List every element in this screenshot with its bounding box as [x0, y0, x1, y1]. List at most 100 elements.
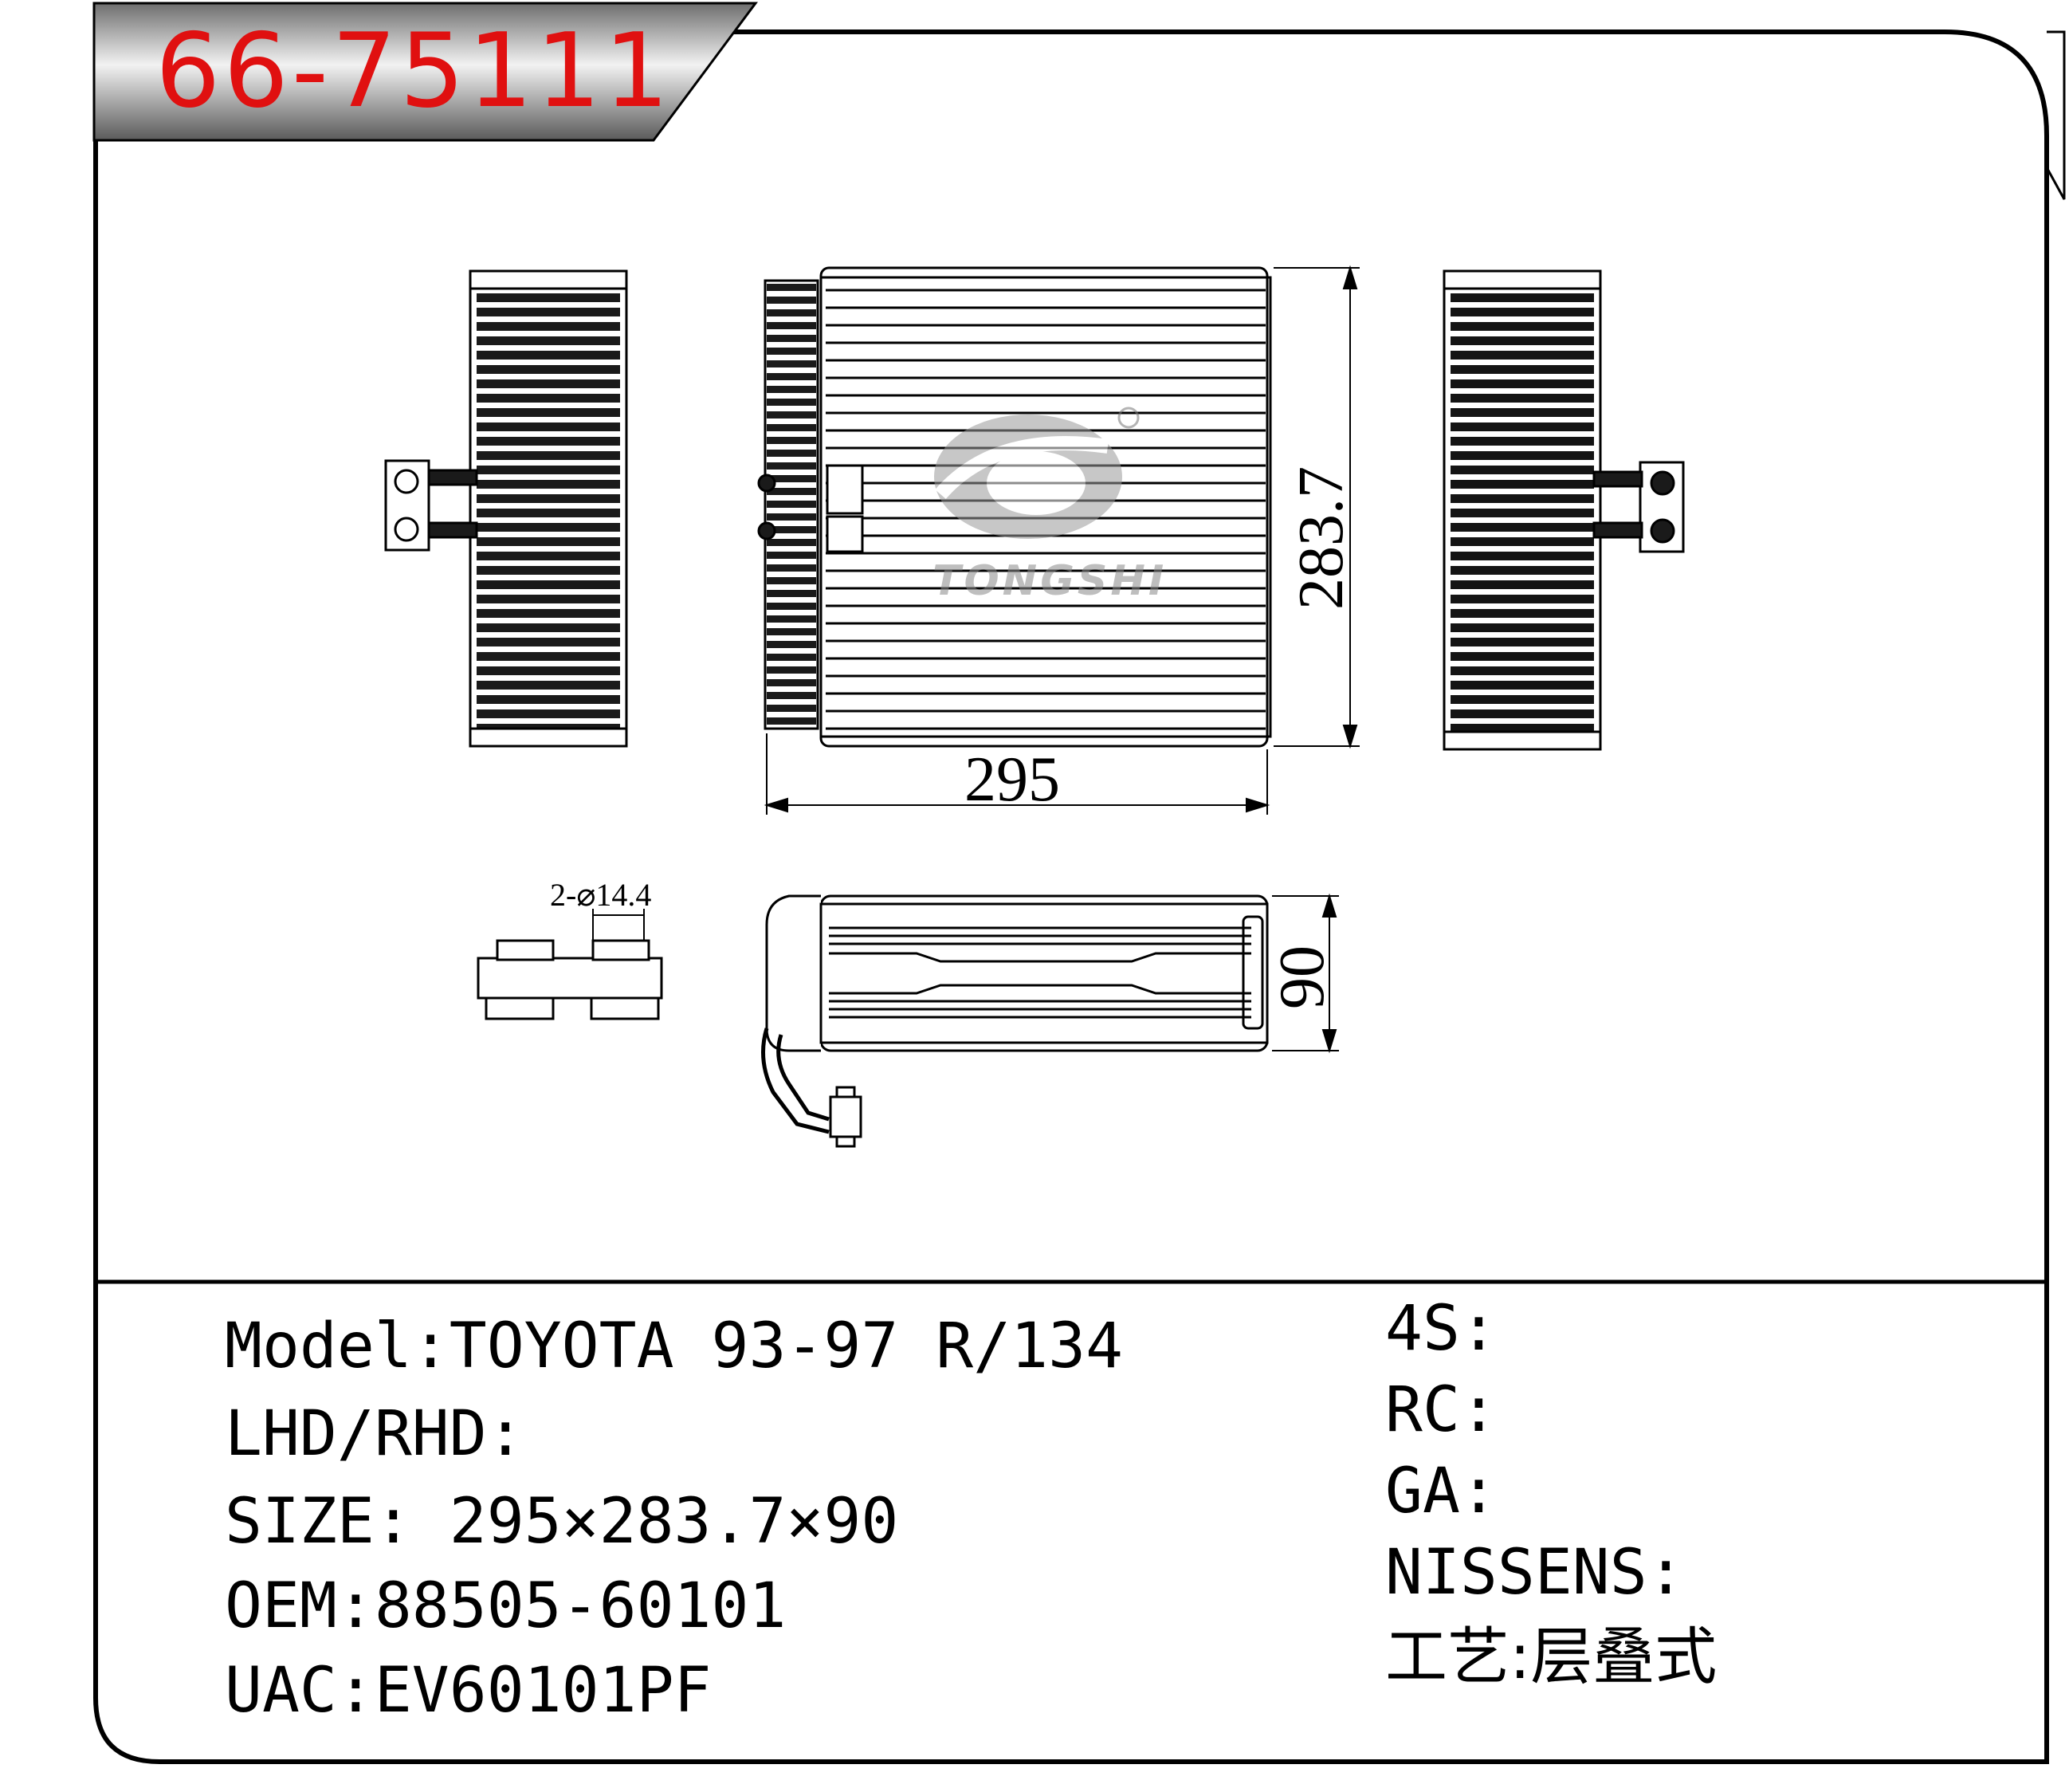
depth-dimension [1272, 893, 1339, 1054]
spec-nissens: NISSENS: [1385, 1542, 1685, 1604]
spec-size-label: SIZE: [225, 1486, 412, 1558]
header-fin [767, 488, 816, 495]
spec-oem-value: 88505-60101 [374, 1570, 787, 1642]
spec-process-label: 工艺: [1385, 1621, 1531, 1693]
header-fin [767, 360, 816, 367]
header-fin [767, 284, 816, 291]
fin [1451, 666, 1594, 675]
width-dimension [764, 733, 1270, 815]
fin [1451, 552, 1594, 560]
fin [477, 623, 620, 632]
fin [477, 336, 620, 345]
fin [477, 595, 620, 603]
fin [477, 509, 620, 517]
header-fin [767, 705, 816, 712]
fin [1451, 595, 1594, 603]
fin [477, 552, 620, 560]
fin [1451, 638, 1594, 646]
fin [1451, 652, 1594, 661]
fin [1451, 537, 1594, 546]
watermark-logo: TONGSHI [932, 407, 1164, 605]
header-fin [767, 577, 816, 584]
port-diameter-label: 2-⌀14.4 [550, 877, 651, 913]
header-fin [767, 590, 816, 597]
fin [477, 695, 620, 704]
header-fin [767, 373, 816, 380]
fin [477, 379, 620, 388]
fin [477, 709, 620, 718]
fin [477, 580, 620, 589]
fin [1451, 322, 1594, 331]
fin [477, 466, 620, 474]
header-fin [767, 411, 816, 419]
header-fin [767, 437, 816, 444]
spec-4s-label: 4S: [1385, 1293, 1498, 1365]
header-fin [767, 526, 816, 533]
header-fin [767, 692, 816, 699]
left-side-view [384, 269, 628, 748]
fin [1451, 695, 1594, 704]
spec-oem-label: OEM: [225, 1570, 375, 1642]
fin [1451, 494, 1594, 503]
fin [1451, 609, 1594, 618]
top-view [761, 894, 1269, 1148]
header-fin [767, 654, 816, 661]
fin [477, 609, 620, 618]
fin [1451, 351, 1594, 360]
header-fin [767, 386, 816, 393]
header-fin [767, 641, 816, 648]
fin [477, 365, 620, 374]
header-fin [767, 399, 816, 406]
spec-size: SIZE: 295×283.7×90 [225, 1491, 898, 1553]
fin [477, 666, 620, 675]
fin [477, 652, 620, 661]
spec-size-value: 295×283.7×90 [411, 1486, 899, 1558]
header-fin [767, 297, 816, 304]
fin [1451, 394, 1594, 403]
header-fin [767, 603, 816, 610]
fin [477, 322, 620, 331]
fin [1451, 437, 1594, 446]
header-fin [767, 475, 816, 482]
spec-lhd-rhd: LHD/RHD: [225, 1403, 524, 1465]
header-fin [767, 615, 816, 623]
header-fin [767, 348, 816, 355]
spec-nissens-label: NISSENS: [1385, 1537, 1685, 1609]
header-fin [767, 309, 816, 316]
fin [477, 451, 620, 460]
spec-process: 工艺:层叠式 [1385, 1626, 1717, 1688]
fin [477, 408, 620, 417]
header-fin [767, 322, 816, 329]
header-fin [767, 539, 816, 546]
fin [477, 308, 620, 316]
fin [1451, 451, 1594, 460]
part-number-title: 66-75111 [155, 12, 673, 131]
header-fin [767, 666, 816, 674]
title-banner [92, 2, 758, 142]
spec-ga: GA: [1385, 1460, 1498, 1523]
spec-uac: UAC:EV60101PF [225, 1660, 711, 1722]
height-dimension-label: 283.7 [1286, 466, 1356, 610]
spec-model-value: TOYOTA 93-97 R/134 [449, 1311, 1124, 1382]
fin [1451, 566, 1594, 575]
fin [1451, 422, 1594, 431]
spec-model: Model:TOYOTA 93-97 R/134 [225, 1315, 1123, 1377]
header-fin [767, 462, 816, 470]
fin [477, 681, 620, 690]
width-dimension-label: 295 [964, 745, 1060, 815]
depth-dimension-label: 90 [1267, 945, 1337, 1009]
fin [477, 523, 620, 532]
spec-rc-label: RC: [1385, 1374, 1498, 1446]
header-fin [767, 628, 816, 635]
right-side-view [1443, 269, 1685, 751]
fin [1451, 308, 1594, 316]
fin [477, 293, 620, 302]
spec-model-label: Model: [225, 1311, 450, 1382]
fin [477, 566, 620, 575]
header-fin [767, 501, 816, 508]
fin [1451, 509, 1594, 517]
fin [477, 537, 620, 546]
fin [477, 638, 620, 646]
fin [1451, 365, 1594, 374]
